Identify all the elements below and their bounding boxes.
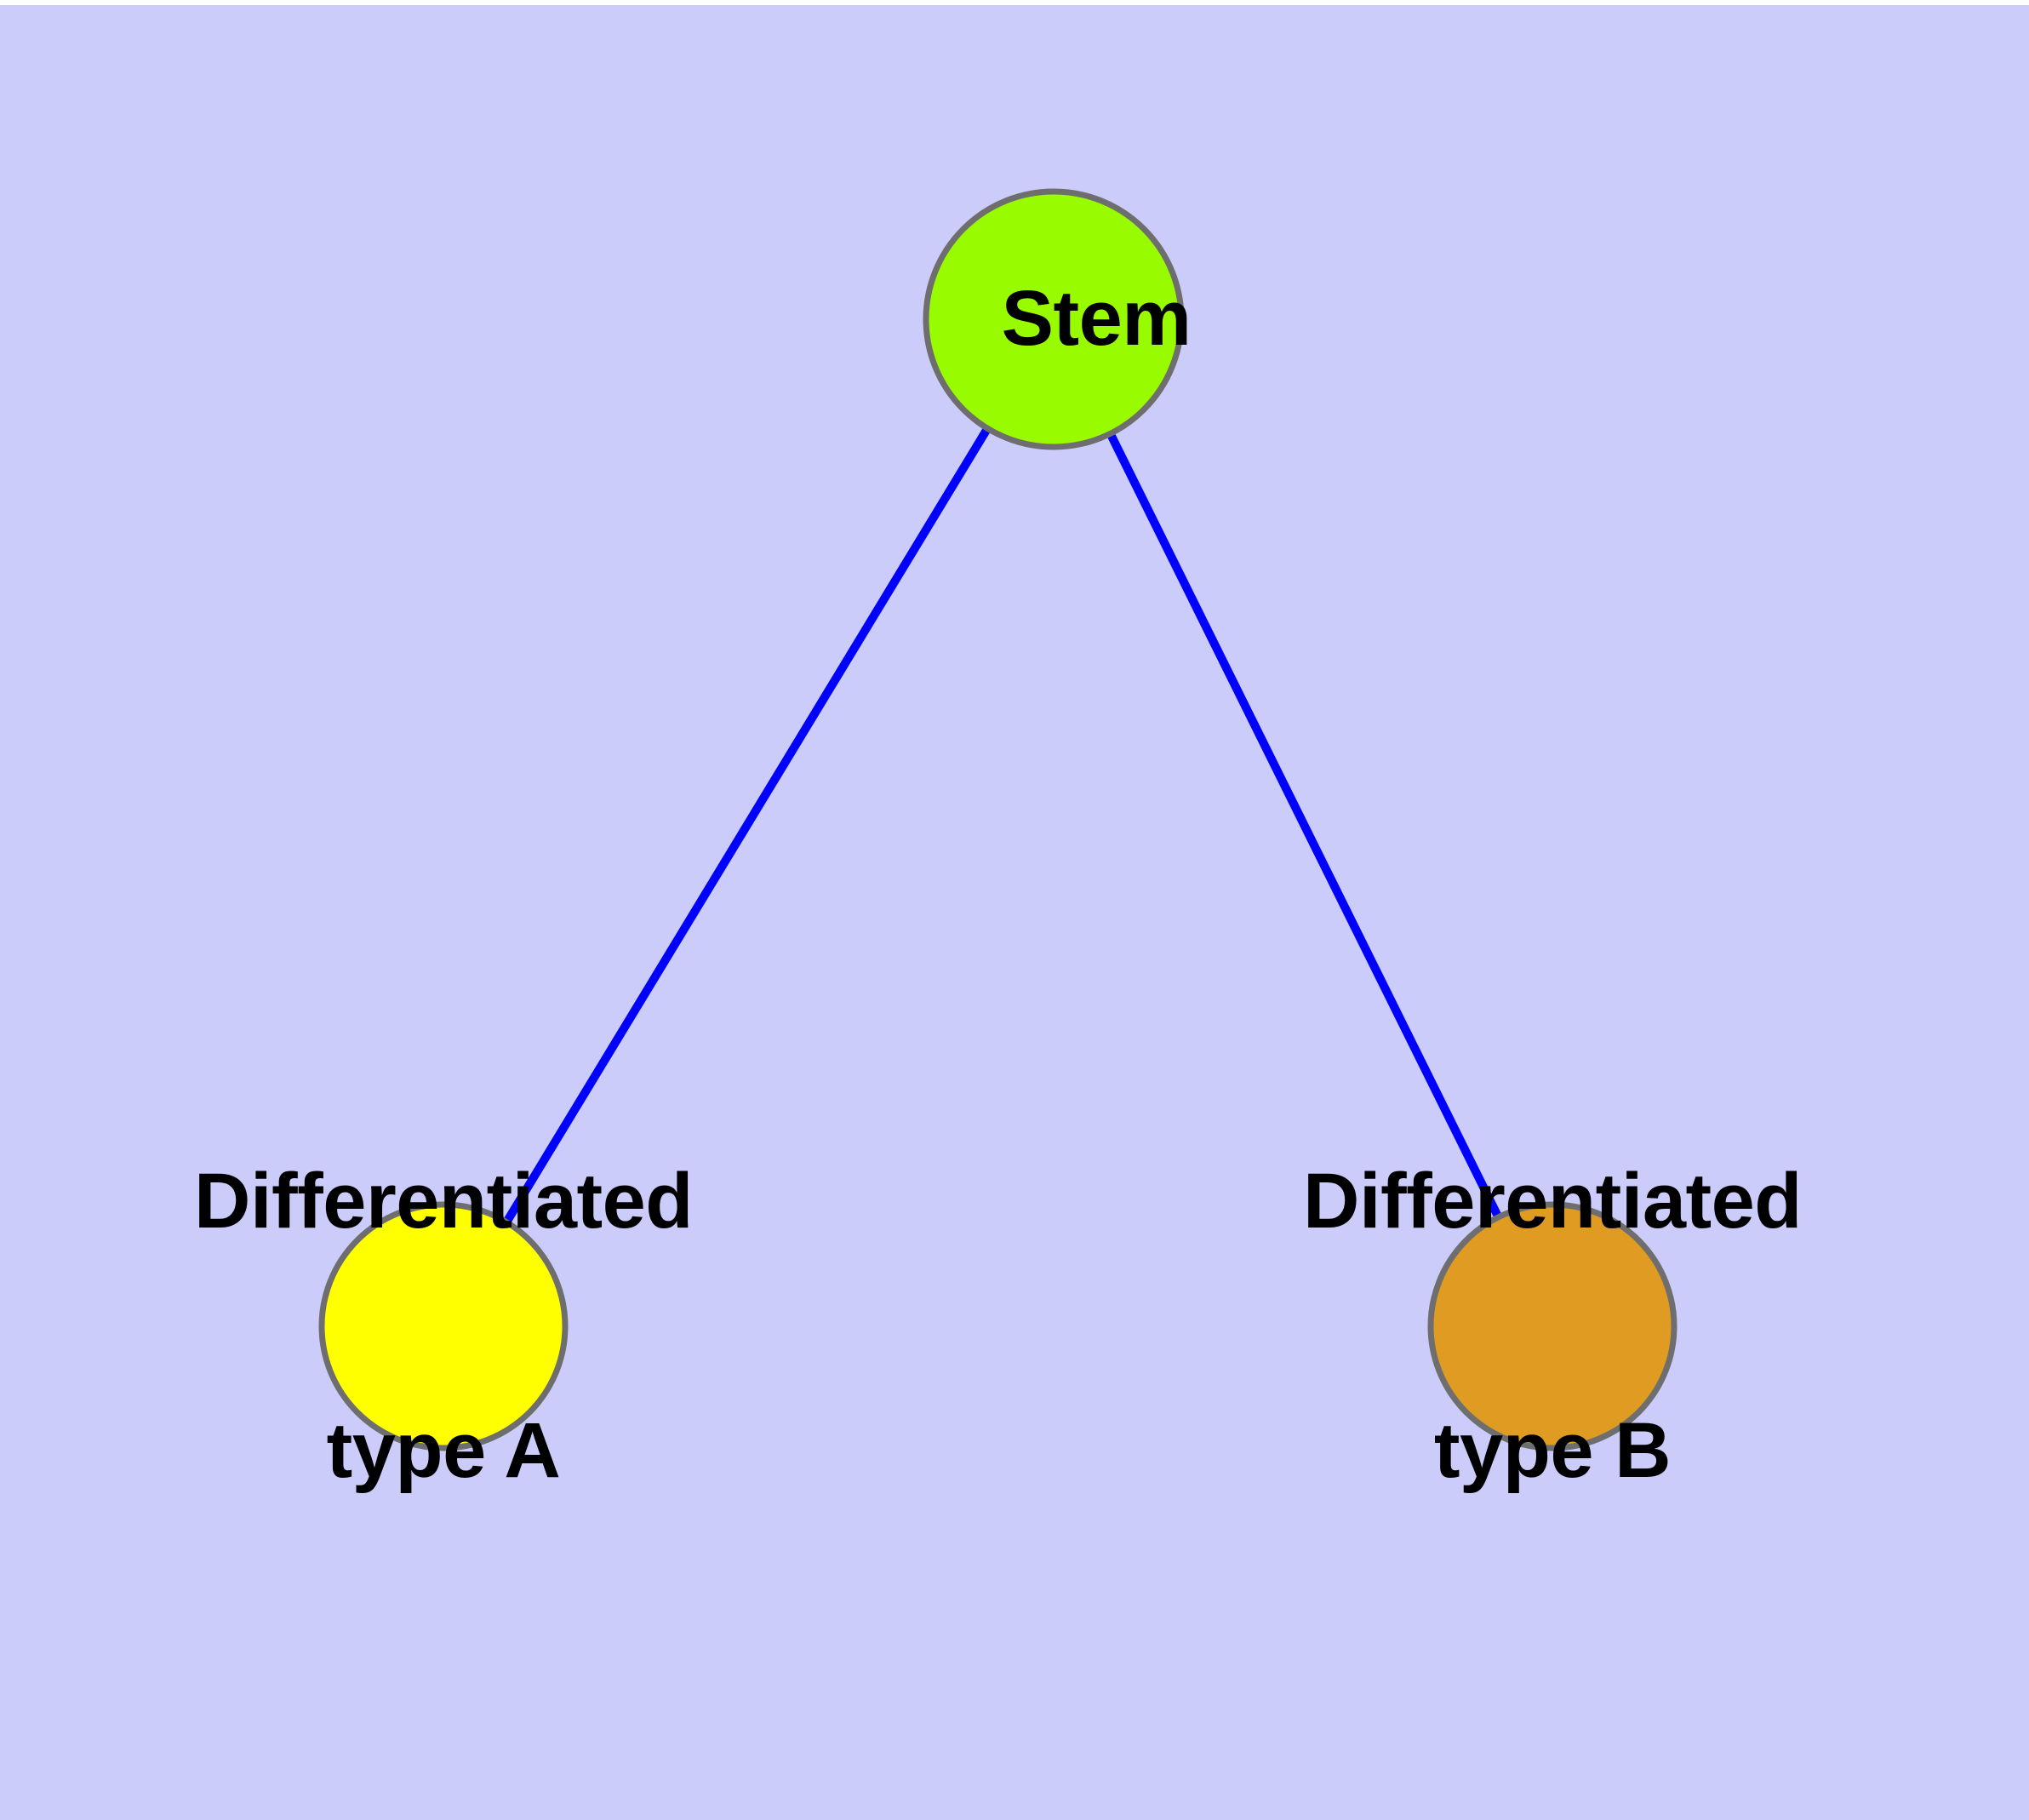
node-layer xyxy=(318,188,1677,1451)
edge-stem-to-differentiated-type-b xyxy=(1106,432,1502,1218)
edge-stem-to-differentiated-type-a xyxy=(503,427,991,1223)
edge-layer xyxy=(503,427,1502,1223)
top-margin-strip xyxy=(0,0,2029,5)
node-stem-circle[interactable] xyxy=(923,188,1185,450)
node-differentiated-type-b-circle[interactable] xyxy=(1427,1201,1677,1451)
node-differentiated-type-a-circle[interactable] xyxy=(318,1201,569,1451)
